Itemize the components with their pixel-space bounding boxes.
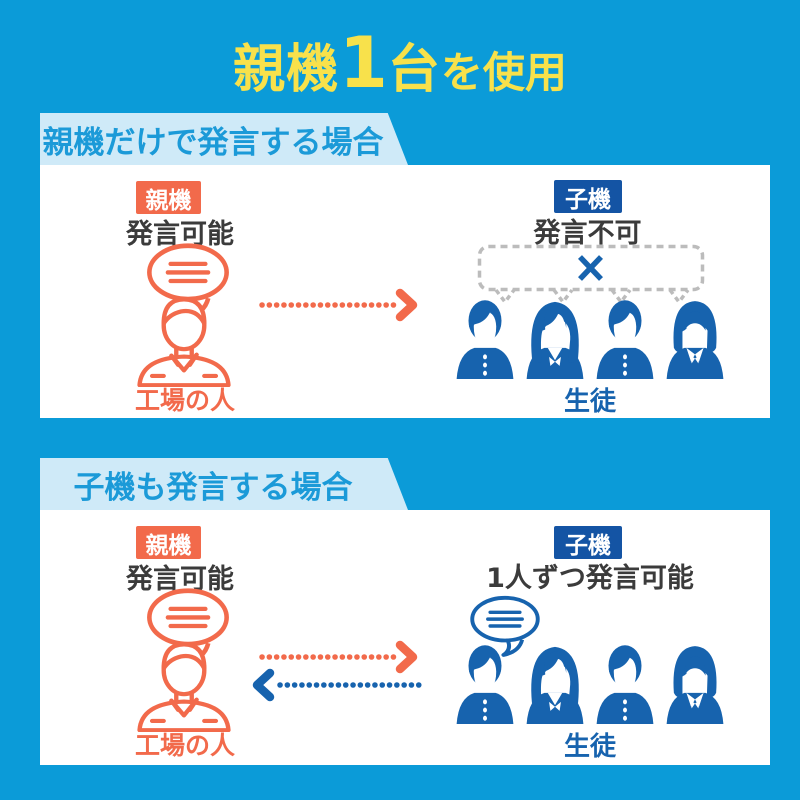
child-badge-label: 子機 <box>565 186 611 213</box>
parent-device-badge: 親機 <box>136 181 201 214</box>
child-device-badge: 子機 <box>554 180 622 213</box>
child-device-badge: 子機 <box>554 526 622 559</box>
parent-badge-label: 親機 <box>145 532 192 559</box>
parent-person-label: 工場の人 <box>134 731 235 760</box>
parent-badge-label: 親機 <box>145 187 192 214</box>
x-mark-icon <box>578 255 603 281</box>
student-boy-icon <box>452 642 518 724</box>
student-girl-bob-icon <box>662 297 728 379</box>
student-boy-icon <box>592 297 658 379</box>
page-title: 親機1台を使用 <box>0 22 800 104</box>
student-girl-icon <box>522 297 588 379</box>
student-girl-bob-icon <box>662 642 728 724</box>
blocked-speech-bubble-icon <box>477 244 705 305</box>
title-count: 1 <box>339 22 388 104</box>
child-badge-label: 子機 <box>565 532 611 559</box>
factory-worker-icon <box>126 293 242 387</box>
left-dotted-arrow-icon <box>252 668 425 702</box>
section-parent-only-header: 親機だけで発言する場合 <box>40 113 408 165</box>
title-suffix: を使用 <box>440 48 567 97</box>
factory-worker-icon <box>126 638 242 732</box>
child-status-text: 1人ずつ発言可能 <box>486 563 694 594</box>
students-group-label: 生徒 <box>563 732 616 762</box>
student-boy-icon <box>592 642 658 724</box>
child-status-text: 発言不可 <box>533 218 642 249</box>
right-dotted-arrow-icon <box>259 640 418 674</box>
title-device: 親機 <box>233 40 340 100</box>
student-boy-icon <box>452 297 518 379</box>
students-row <box>452 297 728 379</box>
student-girl-icon <box>522 642 588 724</box>
parent-person-label: 工場の人 <box>134 386 235 415</box>
section-header-text: 親機だけで発言する場合 <box>42 124 384 161</box>
parent-device-badge: 親機 <box>136 526 201 559</box>
students-row <box>452 642 728 724</box>
section-child-speak-header: 子機も発言する場合 <box>40 458 408 510</box>
right-dotted-arrow-icon <box>259 288 418 322</box>
section-header-text: 子機も発言する場合 <box>73 469 353 506</box>
title-unit: 台 <box>387 40 441 100</box>
students-group-label: 生徒 <box>563 387 616 417</box>
